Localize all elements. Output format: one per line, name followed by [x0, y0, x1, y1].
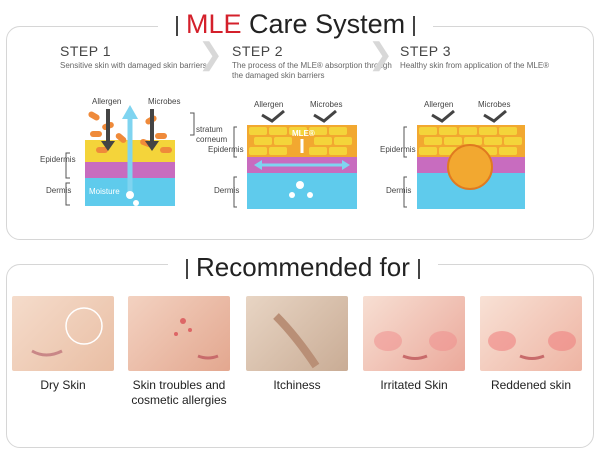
- chevron-right-icon: ❯: [198, 38, 224, 71]
- caption-itchiness: Itchiness: [273, 378, 321, 392]
- dermis-label: Dermis: [214, 186, 240, 195]
- step-1-title: STEP 1: [60, 43, 111, 59]
- itchiness-photo: [246, 296, 348, 371]
- brick-cells: [249, 127, 352, 155]
- chevron-right-icon: ❯: [368, 38, 394, 71]
- step-3-title: STEP 3: [400, 43, 451, 59]
- step-2-desc: The process of the MLE® absorption throu…: [232, 61, 392, 80]
- dermis-label: Dermis: [46, 186, 72, 195]
- dry-skin-photo: [12, 296, 114, 371]
- step-1: STEP 1 Sensitive skin with damaged skin …: [60, 43, 230, 71]
- irritated-skin-photo: [363, 296, 465, 371]
- brand-name: MLE: [186, 9, 242, 39]
- epidermis-label: Epidermis: [380, 145, 416, 154]
- mle-label: MLE®: [292, 129, 315, 138]
- caption-reddened-skin: Reddened skin: [490, 378, 572, 392]
- title-rest: Care System: [249, 9, 406, 39]
- reddened-skin-photo: [480, 296, 582, 371]
- microbes-label: Microbes: [148, 97, 181, 106]
- caption-irritated-skin: Irritated Skin: [380, 378, 448, 392]
- caption-skin-troubles: Skin troubles and cosmetic allergies: [131, 378, 227, 407]
- dermis-layer: [247, 173, 357, 209]
- step-1-desc: Sensitive skin with damaged skin barrier…: [60, 61, 207, 70]
- caption-dry-skin: Dry Skin: [40, 378, 86, 392]
- step-2-diagram: [233, 109, 357, 209]
- step-3-diagram: [403, 109, 525, 209]
- recommended-title: Recommended for: [168, 252, 438, 283]
- step-2: STEP 2 The process of the MLE® absorptio…: [232, 43, 402, 81]
- skin-troubles-photo: [128, 296, 230, 371]
- step-2-title: STEP 2: [232, 43, 283, 59]
- allergen-label: Allergen: [254, 100, 284, 109]
- allergen-label: Allergen: [92, 97, 122, 106]
- cell-circle: [447, 144, 493, 190]
- epidermis-label: Epidermis: [40, 155, 76, 164]
- dermis-label: Dermis: [386, 186, 412, 195]
- step-3: STEP 3 Healthy skin from application of …: [400, 43, 570, 71]
- allergen-label: Allergen: [424, 100, 454, 109]
- stratum-label: stratum corneum: [196, 125, 228, 144]
- microbes-label: Microbes: [310, 100, 343, 109]
- step-3-desc: Healthy skin from application of the MLE…: [400, 61, 550, 70]
- moisture-label: Moisture: [89, 187, 120, 196]
- step-1-diagram: [65, 105, 195, 206]
- microbes-label: Microbes: [478, 100, 511, 109]
- epidermis-label: Epidermis: [208, 145, 244, 154]
- page-title: MLE Care System: [158, 9, 434, 40]
